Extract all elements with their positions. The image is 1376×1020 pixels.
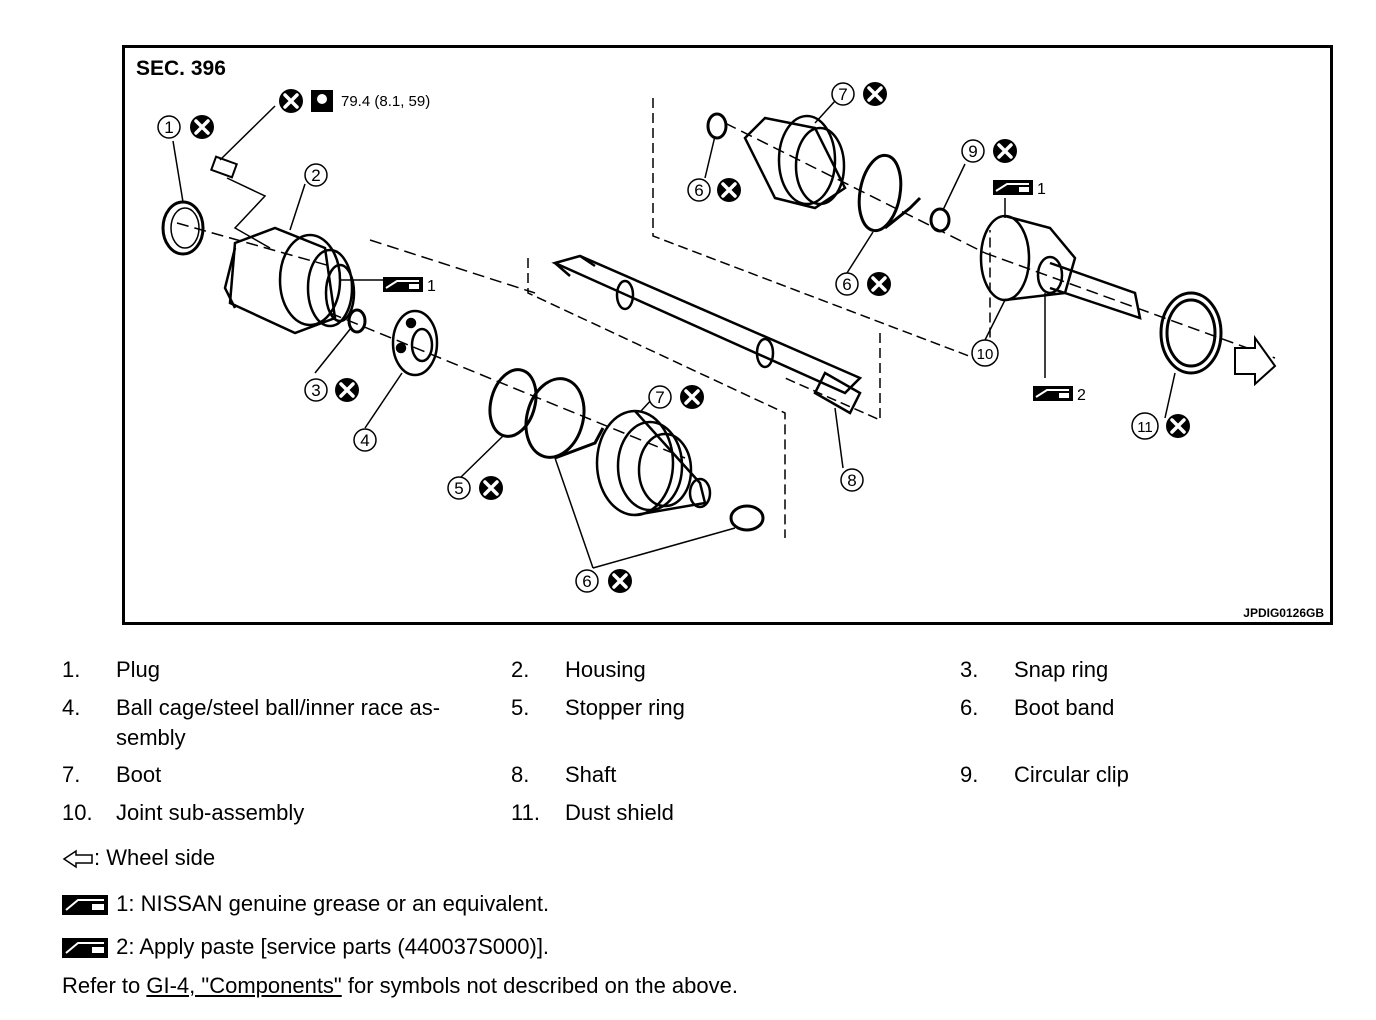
callout-6-upper-right: 6 xyxy=(842,275,851,294)
callout-4: 4 xyxy=(360,431,369,450)
callout-6-upper-left: 6 xyxy=(694,181,703,200)
callout-11: 11 xyxy=(1137,419,1153,436)
note-refer: Refer to GI-4, "Components" for symbols … xyxy=(62,973,738,998)
note-paste: 2: Apply paste [service parts (440037S00… xyxy=(62,932,549,962)
callout-5: 5 xyxy=(454,479,463,498)
callout-labels: 1 2 3 4 5 6 6 6 7 7 xyxy=(157,80,1192,595)
callout-1: 1 xyxy=(164,118,173,137)
drawing-canvas: 79.4 (8.1, 59) 1 2 3 4 5 6 6 6 xyxy=(157,80,1277,595)
callout-2: 2 xyxy=(311,166,320,185)
paste-icon xyxy=(62,938,108,959)
note-wheel-side: : Wheel side xyxy=(62,843,215,873)
callout-7-lower: 7 xyxy=(655,388,664,407)
grease-icon xyxy=(62,895,108,916)
section-label: SEC. 396 xyxy=(136,57,226,80)
callout-6-lower: 6 xyxy=(582,572,591,591)
wheel-side-arrow-icon xyxy=(62,849,93,869)
callout-7-upper: 7 xyxy=(838,85,847,104)
exploded-diagram: SEC. 396 JPDIG0126GB xyxy=(122,45,1333,625)
paste-label-joint: 2 xyxy=(1077,387,1086,404)
figure-id: JPDIG0126GB xyxy=(1243,606,1324,620)
housing-part xyxy=(223,226,356,335)
callout-9: 9 xyxy=(968,142,977,161)
joint-subassembly-part xyxy=(979,214,1142,320)
torque-spec: 79.4 (8.1, 59) xyxy=(341,93,430,110)
note-grease: 1: NISSAN genuine grease or an equivalen… xyxy=(62,889,549,919)
grease-label-housing: 1 xyxy=(427,278,436,295)
shaft-part xyxy=(551,254,863,415)
components-link[interactable]: GI-4, "Components" xyxy=(146,973,342,998)
callout-10: 10 xyxy=(977,346,994,363)
callout-8: 8 xyxy=(847,471,856,490)
grease-label-joint: 1 xyxy=(1037,181,1046,198)
callout-3: 3 xyxy=(311,381,320,400)
